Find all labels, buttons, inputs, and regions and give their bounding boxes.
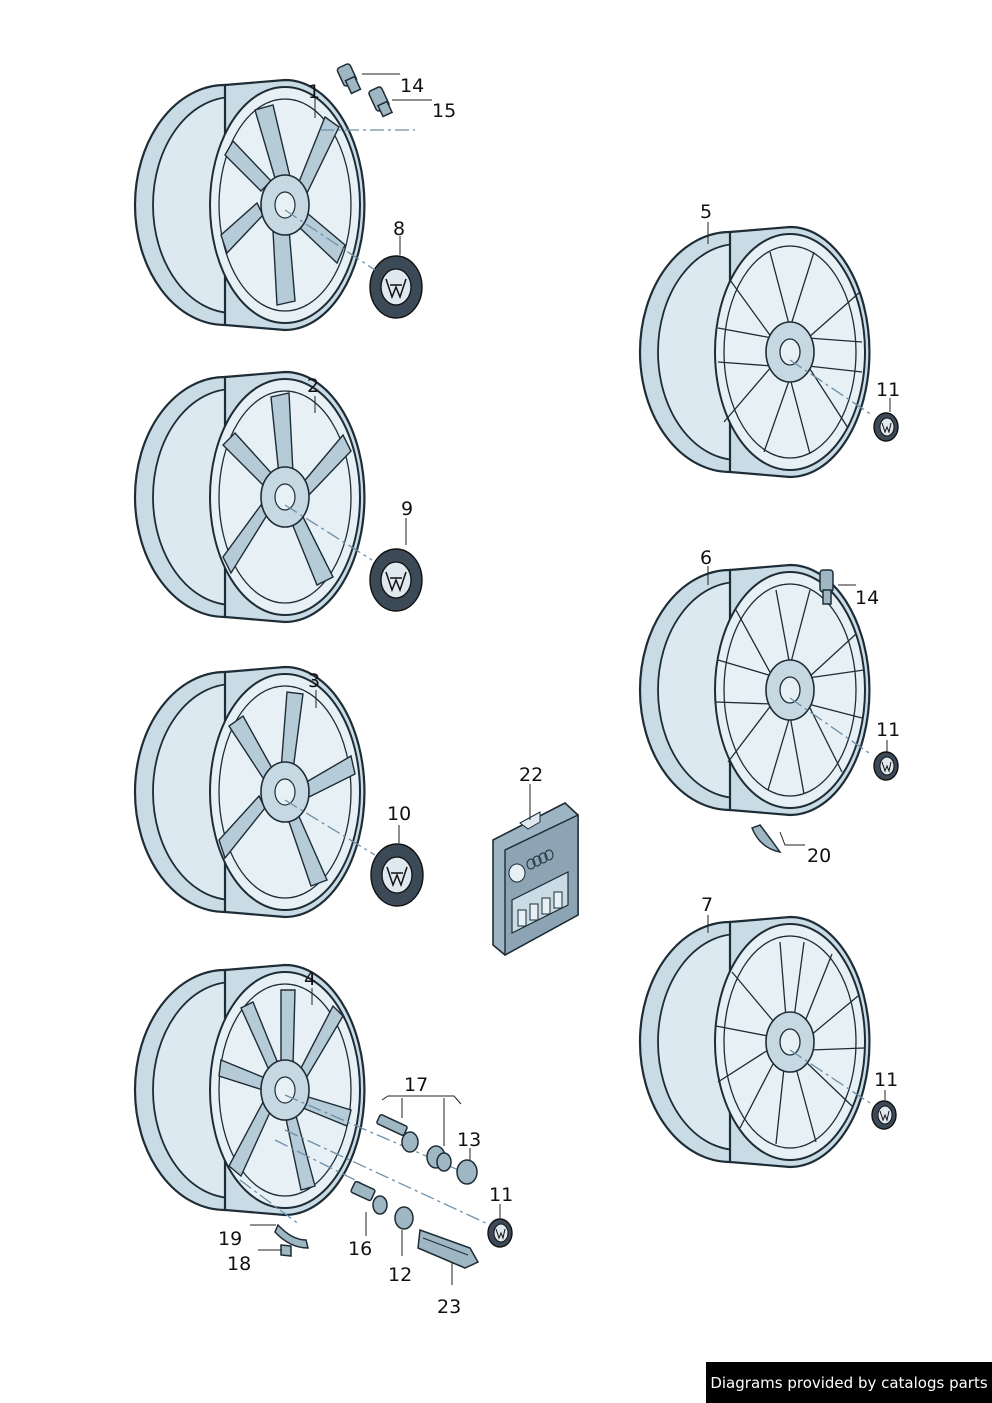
center-cap-11-wheel5 — [873, 412, 899, 442]
bolt-cap-13 — [456, 1159, 478, 1185]
wheel-6 — [638, 563, 871, 817]
axis-wheel6-cap — [789, 697, 873, 756]
callout-10: 10 — [387, 803, 411, 825]
clip-19 — [274, 1223, 309, 1249]
wheel-bolt-17 — [376, 1114, 419, 1153]
callout-14-top: 14 — [400, 75, 424, 97]
callout-8: 8 — [393, 218, 405, 240]
callout-11-wheel6: 11 — [876, 719, 900, 741]
valve-stem-15 — [368, 86, 394, 118]
balance-weight-20 — [751, 824, 782, 854]
wheel-4 — [133, 963, 366, 1217]
bolt-set-package-22 — [492, 802, 579, 957]
callout-6: 6 — [700, 547, 712, 569]
center-cap-11-wheel7 — [871, 1100, 897, 1130]
leader-lines — [250, 73, 891, 1285]
axis-wheel4-a — [284, 1094, 471, 1176]
callout-2: 2 — [307, 375, 319, 397]
callout-3: 3 — [308, 670, 320, 692]
axis-wheel7-cap — [789, 1049, 871, 1104]
removal-tool-23 — [417, 1228, 480, 1269]
center-cap-9 — [369, 548, 423, 612]
center-cap-11-wheel4 — [487, 1218, 513, 1248]
wheel-2 — [133, 370, 366, 624]
wheel-5 — [638, 225, 871, 479]
callout-1: 1 — [308, 81, 320, 103]
wheel-3 — [133, 665, 366, 919]
callout-7: 7 — [701, 894, 713, 916]
axis-wheel4-b — [284, 1129, 491, 1226]
callout-15: 15 — [432, 100, 456, 122]
credit-banner: Diagrams provided by catalogs parts — [706, 1362, 992, 1403]
valve-stem-14-wheel6 — [819, 569, 834, 605]
spring-18 — [280, 1244, 292, 1257]
callout-11-wheel4: 11 — [489, 1184, 513, 1206]
callout-22: 22 — [519, 764, 543, 786]
center-cap-10 — [370, 843, 424, 907]
center-cap-8 — [369, 255, 423, 319]
callout-5: 5 — [700, 201, 712, 223]
callout-11-wheel5: 11 — [876, 379, 900, 401]
callout-4: 4 — [304, 968, 316, 990]
callout-17: 17 — [404, 1074, 428, 1096]
center-cap-11-wheel6 — [873, 751, 899, 781]
callout-12: 12 — [388, 1264, 412, 1286]
wheel-1 — [133, 78, 366, 332]
anti-theft-nut-17 — [426, 1145, 452, 1172]
credit-text: Diagrams provided by catalogs parts — [710, 1373, 988, 1392]
callout-19: 19 — [218, 1228, 242, 1250]
valve-stem-14 — [336, 63, 362, 95]
wheel-bolt-16 — [350, 1180, 388, 1215]
axis-wheel4-d — [239, 1179, 301, 1226]
axis-wheel2-cap — [284, 504, 373, 561]
callout-9: 9 — [401, 498, 413, 520]
axis-wheel1-cap — [284, 209, 376, 271]
axis-wheel3-cap — [284, 799, 376, 856]
wheel-7 — [638, 915, 871, 1169]
callout-11-wheel7: 11 — [874, 1069, 898, 1091]
axis-wheel4-c — [274, 1139, 366, 1186]
callout-18: 18 — [227, 1253, 251, 1275]
callout-16: 16 — [348, 1238, 372, 1260]
axis-wheel5-cap — [789, 359, 873, 416]
callout-labels: 1 14 15 8 2 9 3 10 4 5 11 6 14 11 22 20 … — [218, 75, 900, 1318]
callout-13: 13 — [457, 1129, 481, 1151]
callout-23: 23 — [437, 1296, 461, 1318]
callout-20: 20 — [807, 845, 831, 867]
callout-14-wheel6: 14 — [855, 587, 879, 609]
nut-12 — [394, 1206, 414, 1230]
